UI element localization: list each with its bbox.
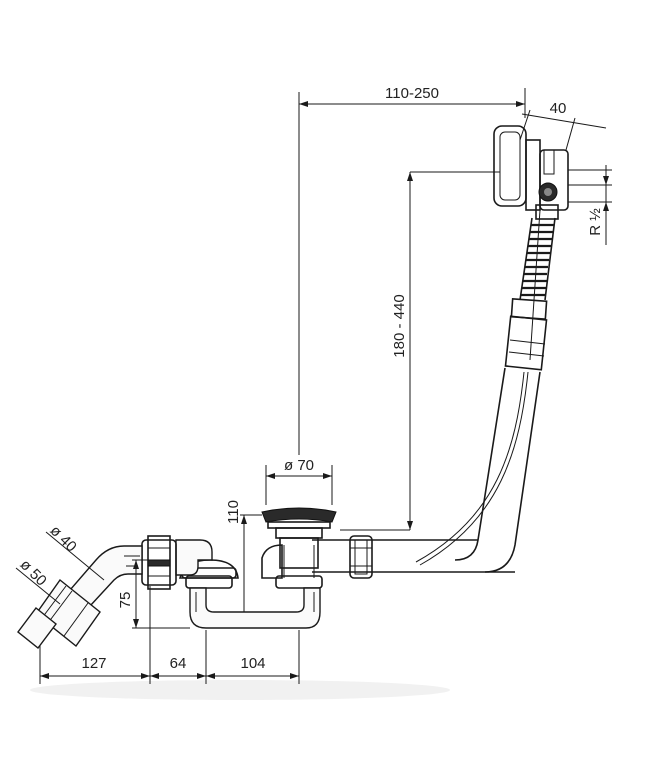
overflow-flex-hose — [504, 209, 556, 371]
dimension-top-depth: 40 — [519, 100, 607, 151]
floor-shadow — [30, 680, 450, 700]
dimension-top-depth-label: 40 — [550, 100, 567, 117]
dimension-top-span: 110-250 — [298, 85, 526, 455]
dimension-bottom-mid-label: 64 — [170, 655, 187, 672]
trap — [179, 559, 323, 629]
dimension-vertical-range: 180 - 440 — [340, 171, 500, 531]
outlet-pipe — [17, 578, 101, 649]
overflow-head — [493, 125, 569, 220]
dimension-drain-height-label: 110 — [225, 500, 242, 524]
dimension-pipe-diameter-40-label: ø 40 — [47, 522, 80, 555]
dimension-trap-height-label: 75 — [117, 592, 134, 609]
dimension-bottom-left-label: 127 — [81, 655, 106, 672]
dimension-vertical-range-label: 180 - 440 — [391, 294, 408, 357]
dimension-bottom-chain: 127 64 104 — [39, 586, 300, 684]
horizontal-connector-pipe — [312, 535, 515, 579]
dimension-drain-diameter-label: ø 70 — [284, 457, 314, 474]
dimension-bottom-right-label: 104 — [240, 655, 265, 672]
dimension-pipe-diameter-50-label: ø 50 — [17, 556, 50, 589]
drain-plug: ø 70 — [261, 457, 337, 579]
dimension-trap-height: 75 — [117, 559, 190, 629]
dimension-thread-label: R ½ — [587, 208, 604, 236]
overflow-down-pipe — [415, 367, 541, 573]
dimension-top-span-label: 110-250 — [385, 85, 439, 102]
dimension-thread: R ½ — [568, 165, 612, 245]
outlet-elbow — [68, 535, 213, 607]
